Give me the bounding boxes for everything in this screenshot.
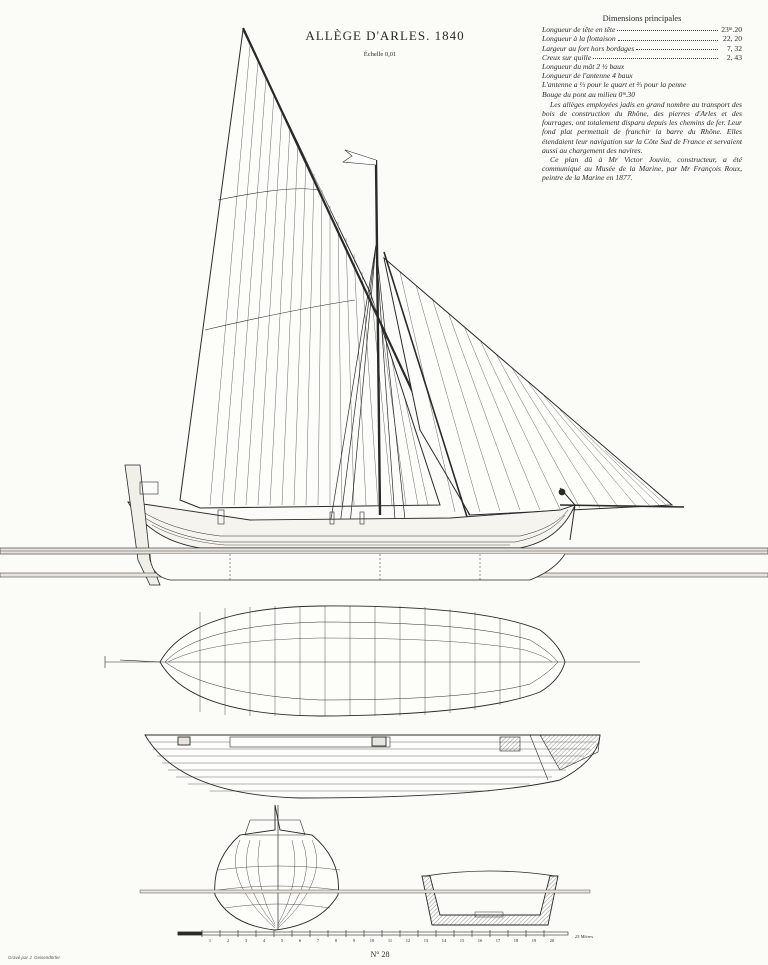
dimension-note: Bouge du pont au milieu 0ᵐ.30: [542, 89, 636, 99]
engraver-credit: Gravé par J. Geisendörfer: [8, 955, 61, 960]
scale-tick-label: 12: [406, 938, 411, 943]
dimension-note: L'antenne a ⅓ pour le quart et ⅔ pour la…: [542, 80, 687, 90]
description: Les allèges employées jadis en grand nom…: [542, 100, 742, 183]
scale-tick-label: 10: [370, 938, 375, 943]
hull-underwater: [149, 553, 566, 581]
dimension-value: 23ᵐ.20: [721, 25, 742, 35]
dimensions-panel: Dimensions principales Longueur de tête …: [542, 14, 742, 183]
dotted-leader: [617, 25, 718, 32]
scale-tick-label: 2: [227, 938, 229, 943]
scale-tick-label: 7: [317, 938, 320, 943]
dimension-label: Longueur de tête en tête: [542, 25, 616, 35]
scale-tick-label: 20: [550, 938, 555, 943]
half-breadth-plan: [104, 605, 640, 717]
description-paragraph: Ce plan dû à Mr Victor Jouvin, construct…: [542, 155, 742, 183]
dotted-leader: [636, 44, 718, 50]
dimension-label: Longueur à la flottaison: [542, 34, 616, 44]
dimension-row: Creux sur quille 2, 43: [542, 53, 742, 62]
dotted-leader: [593, 53, 718, 60]
plate-title: ALLÈGE D'ARLES. 1840: [305, 28, 465, 43]
dimension-note: Longueur de l'antenne 4 baux: [542, 71, 633, 81]
sail-plan-elevation: [179, 27, 685, 526]
scale-tick-label: 13: [424, 938, 429, 943]
scale-tick-label: 6: [299, 938, 302, 943]
scale-tick-label: 5: [281, 938, 284, 943]
hull-elevation: [124, 464, 576, 586]
plate-number: N° 28: [370, 950, 390, 959]
description-paragraph: Les allèges employées jadis en grand nom…: [542, 99, 742, 155]
scale-tick-label: 16: [478, 938, 483, 943]
dotted-leader: [617, 34, 718, 41]
dimension-label: Largeur au fort hors bordages: [542, 43, 635, 53]
dimension-value: 7, 32: [726, 43, 742, 53]
dimension-note: Longueur du mât 2 ½ baux: [542, 62, 625, 72]
dimension-label: Creux sur quille: [542, 52, 592, 62]
dimension-row: Largeur au fort hors bordages 7, 32: [542, 44, 742, 53]
scale-tick-label: 14: [442, 938, 447, 943]
midship-section: [421, 870, 559, 926]
dimensions-heading: Dimensions principales: [602, 14, 682, 23]
scale-tick-label: 11: [388, 938, 392, 943]
dimension-value: 22, 20: [723, 34, 742, 44]
deck-plan: [144, 734, 601, 799]
scale-tick-label: 19: [532, 938, 537, 943]
scale-tick-label: 1: [209, 938, 211, 943]
scale-tick-label: 9: [353, 938, 356, 943]
lower-waterline: [139, 889, 591, 894]
scale-tick-label: 17: [496, 938, 501, 943]
dimension-row: Longueur de tête en tête 23ᵐ.20: [542, 25, 742, 34]
scale-label: Échelle 0,01: [363, 51, 397, 58]
scale-tick-label: 3: [245, 938, 248, 943]
scale-tick-label: 15: [460, 938, 465, 943]
scale-tick-label: 8: [335, 938, 338, 943]
dimension-value: 2, 43: [726, 52, 742, 62]
scale-unit-label: 25 Mètres: [575, 934, 593, 939]
body-plan: [214, 804, 341, 931]
scale-tick-label: 18: [514, 938, 519, 943]
scale-tick-label: 4: [263, 938, 266, 943]
dimension-row: Longueur à la flottaison 22, 20: [542, 34, 742, 43]
